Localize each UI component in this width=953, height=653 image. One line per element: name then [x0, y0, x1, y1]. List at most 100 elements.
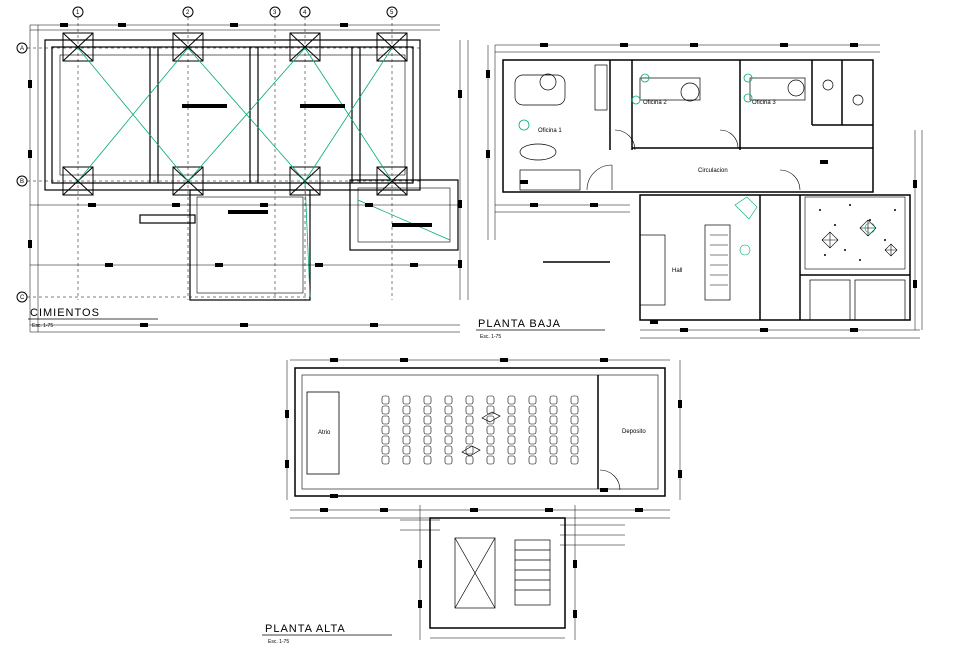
seat [423, 395, 432, 405]
seat [381, 425, 390, 435]
door-swings [586, 129, 801, 191]
axis-row-a: A [20, 46, 24, 52]
seat [528, 395, 537, 405]
green-accents [518, 73, 753, 131]
seat [423, 435, 432, 445]
room-circulacion: Circulacion [698, 168, 728, 174]
seat [570, 435, 579, 445]
seat [486, 435, 495, 445]
seat [423, 455, 432, 465]
seat [444, 445, 453, 455]
seat [528, 445, 537, 455]
seat [402, 395, 411, 405]
cimientos-plan: 1 2 3 4 5 A B C [16, 6, 469, 333]
seat [507, 415, 516, 425]
room-oficina-1: Oficina 1 [538, 128, 562, 134]
foundation-footings [44, 39, 459, 301]
seat [528, 425, 537, 435]
seat [465, 455, 474, 465]
seat [570, 405, 579, 415]
office-furniture [514, 64, 906, 321]
seat [507, 445, 516, 455]
seat [549, 445, 558, 455]
seat [381, 395, 390, 405]
seat [549, 395, 558, 405]
seat [549, 455, 558, 465]
seat [570, 445, 579, 455]
cimientos-title: CIMIENTOS [30, 307, 100, 319]
room-deposito: Deposito [622, 429, 646, 435]
seat [507, 395, 516, 405]
axis-col-2: 2 [186, 10, 190, 16]
seat [402, 405, 411, 415]
seat [444, 435, 453, 445]
seat [402, 415, 411, 425]
seat [549, 405, 558, 415]
seat [465, 395, 474, 405]
seat [381, 415, 390, 425]
seat [423, 445, 432, 455]
seat [402, 435, 411, 445]
row-axis-markers [16, 42, 420, 303]
seat [486, 425, 495, 435]
seat [507, 425, 516, 435]
seat [465, 425, 474, 435]
stair-void [454, 537, 551, 609]
ground-stair [710, 234, 728, 286]
seat [507, 455, 516, 465]
seat [549, 435, 558, 445]
room-oficina-3: Oficina 3 [752, 100, 776, 106]
planta-baja-plan: Oficina 1 Oficina 2 Oficina 3 Circulacio… [476, 43, 923, 340]
seat [402, 445, 411, 455]
axis-col-3: 3 [273, 10, 277, 16]
room-hall: Hall [672, 268, 682, 274]
seat [486, 455, 495, 465]
seat [528, 415, 537, 425]
seat [423, 425, 432, 435]
seat [444, 455, 453, 465]
seat [444, 405, 453, 415]
axis-labels: 1 2 3 4 5 A B C [20, 10, 394, 301]
seat [402, 425, 411, 435]
dimension-ticks [28, 23, 462, 327]
seat [528, 435, 537, 445]
seat [444, 425, 453, 435]
seat [486, 445, 495, 455]
axis-col-1: 1 [76, 10, 80, 16]
seat [423, 405, 432, 415]
planta-baja-title: PLANTA BAJA [478, 318, 561, 330]
seat [423, 415, 432, 425]
seat [486, 405, 495, 415]
column-axis-markers [72, 6, 398, 300]
planta-alta-scale: Esc. 1-75 [268, 639, 289, 645]
seat [381, 455, 390, 465]
seat [507, 405, 516, 415]
dimension-lines [29, 24, 469, 333]
seat [402, 455, 411, 465]
upper-dimension-lines [286, 359, 681, 640]
planta-baja-scale: Esc. 1-75 [480, 334, 501, 340]
label-bars [182, 104, 432, 227]
seat [507, 435, 516, 445]
cimientos-scale: Esc. 1-75 [32, 323, 53, 329]
room-atrio: Atrio [318, 430, 331, 436]
garden-area [734, 196, 906, 270]
upper-dimension-ticks [285, 358, 682, 618]
seat [486, 395, 495, 405]
seat [381, 445, 390, 455]
axis-col-4: 4 [303, 10, 307, 16]
seat [465, 435, 474, 445]
planta-alta-title: PLANTA ALTA [265, 623, 346, 635]
seat [570, 455, 579, 465]
seat [528, 455, 537, 465]
ground-dimension-ticks [486, 43, 917, 332]
seat [549, 415, 558, 425]
seat [444, 415, 453, 425]
seat [570, 425, 579, 435]
seat [570, 415, 579, 425]
seat [444, 395, 453, 405]
upper-accents [461, 411, 501, 457]
axis-row-b: B [20, 179, 24, 185]
planta-alta-plan: Atrio Deposito PLANTA ALTA Esc. 1-75 [262, 358, 682, 645]
